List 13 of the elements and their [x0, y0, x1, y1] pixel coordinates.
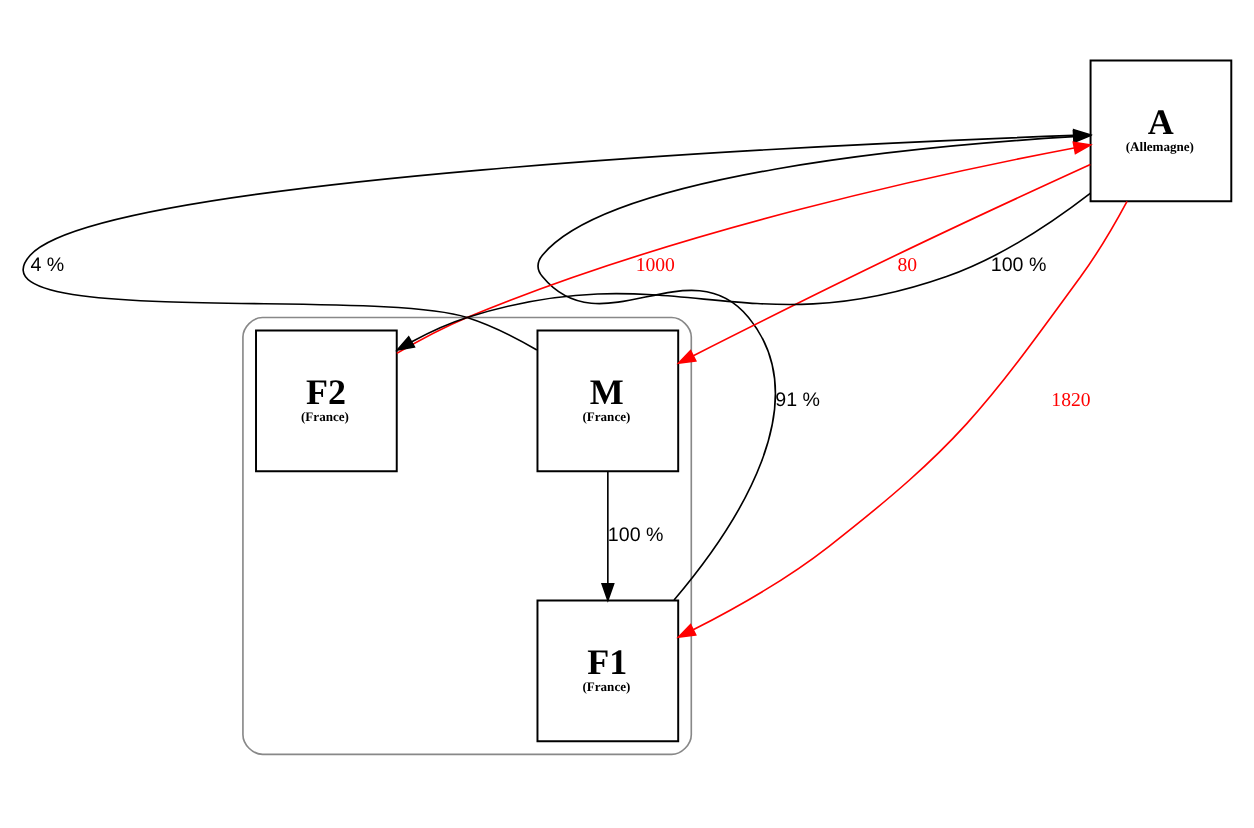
edge-label: 100 % [607, 524, 664, 547]
edge-label: 1000 [635, 254, 675, 277]
edge-label: 1820 [1051, 389, 1091, 412]
arrow [600, 471, 615, 603]
arrow [676, 163, 1092, 365]
arrow [396, 141, 1093, 355]
edge-label: 80 [897, 254, 918, 277]
edge-label: 100 % [990, 254, 1047, 277]
cluster [242, 316, 693, 756]
edge-label: 4 % [30, 254, 65, 277]
arrow [676, 200, 1128, 639]
arrow [395, 192, 1092, 352]
edge-label: 91 % [775, 389, 820, 412]
